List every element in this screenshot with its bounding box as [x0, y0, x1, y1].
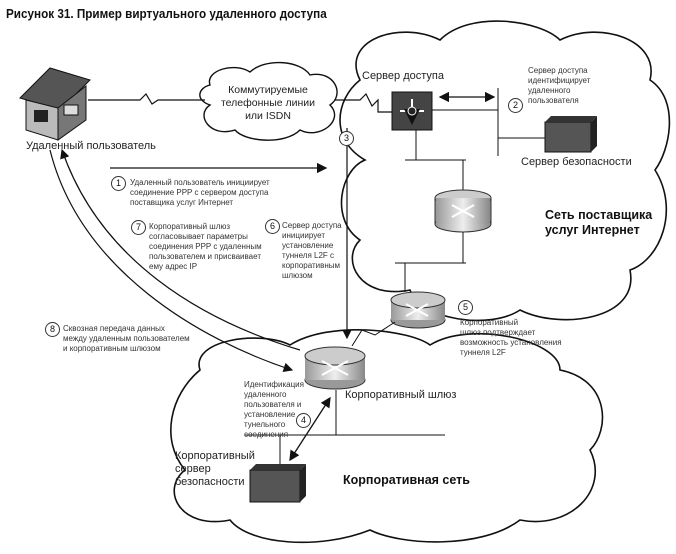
- dialup-line: [88, 93, 205, 105]
- step-2-text: Сервер доступа идентифицирует удаленного…: [528, 66, 591, 105]
- step-1-badge: 1: [111, 176, 126, 191]
- step-1-text: Удаленный пользователь инициирует соедин…: [130, 178, 270, 207]
- step8-arrow: [49, 149, 294, 372]
- step-7-text: Корпоративный шлюз согласовывает парамет…: [149, 222, 262, 271]
- isp-edge-router-icon: [390, 291, 446, 329]
- corporate-gateway-label: Корпоративный шлюз: [345, 389, 457, 401]
- dialup-line: [335, 92, 392, 113]
- pstn-cloud-label: Коммутируемые телефонные линии или ISDN: [220, 84, 316, 122]
- step-7-badge: 7: [131, 220, 146, 235]
- step-2-badge: 2: [508, 98, 523, 113]
- step-8-text: Сквозная передача данных между удаленным…: [63, 324, 190, 353]
- step-5-text: Корпоративный шлюз подтверждает возможно…: [460, 318, 562, 357]
- isp-network-label: Сеть поставщика услуг Интернет: [545, 208, 653, 237]
- isp-cloud: [339, 20, 671, 322]
- corporate-network-label: Корпоративная сеть: [343, 473, 470, 487]
- step-6-text: Сервер доступа инициирует установление т…: [282, 221, 342, 280]
- step-4-badge: 4: [296, 413, 311, 428]
- step-5-badge: 5: [458, 300, 473, 315]
- isp-router-icon: [434, 189, 492, 233]
- step-3-badge: 3: [339, 131, 354, 146]
- remote-user-label: Удаленный пользователь: [26, 140, 156, 152]
- house-icon: [19, 67, 91, 141]
- corporate-cloud: [170, 329, 604, 544]
- figure-title: Рисунок 31. Пример виртуального удаленно…: [6, 6, 327, 21]
- pstn-cloud: [199, 61, 338, 141]
- step-8-badge: 8: [45, 322, 60, 337]
- step-4-text: Идентификация удаленного пользователя и …: [244, 380, 304, 439]
- step-6-badge: 6: [265, 219, 280, 234]
- corporate-security-server-icon: [249, 464, 306, 503]
- security-server-label: Сервер безопасности: [521, 156, 632, 168]
- security-server-icon: [544, 116, 597, 153]
- step7-arrow: [60, 148, 301, 351]
- access-server-label: Сервер доступа: [362, 70, 444, 82]
- corporate-security-server-label: Корпоративный сервер безопасности: [175, 450, 255, 488]
- corporate-gateway-router-icon: [304, 346, 366, 390]
